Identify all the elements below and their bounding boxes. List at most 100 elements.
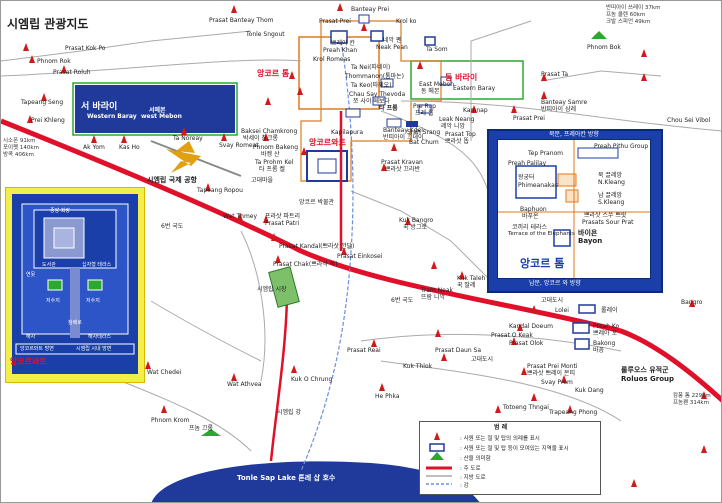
label-prasat-daun-sa[interactable]: Prasat Daun Sa xyxy=(435,347,482,354)
inset-l-terrace[interactable]: 십자형 테라스 xyxy=(82,262,112,268)
inset-r-sour-prat[interactable]: Prasats Sour Prat xyxy=(582,219,634,226)
label-kuk-bangro[interactable]: Kuk Bangro xyxy=(399,217,434,224)
label-kuk-taleh-kr[interactable]: 꾹 딸레 xyxy=(457,282,476,289)
label-ta-noreay[interactable]: Ta Noreay xyxy=(173,135,203,142)
inset-l-gallery[interactable]: 중앙 회랑 xyxy=(50,208,70,214)
label-preah-khan[interactable]: Preah Khan xyxy=(323,47,358,54)
label-baksei[interactable]: Baksei Chamkrong xyxy=(241,128,298,135)
label-kuk-dang[interactable]: Kuk Dang xyxy=(575,387,604,394)
label-leak-neang[interactable]: Leak Neang xyxy=(439,116,475,123)
label-east-baray-kr[interactable]: 동 바라이 xyxy=(445,73,478,82)
label-svay-romeat[interactable]: Svay Romeat xyxy=(219,142,259,149)
label-ta-nei[interactable]: Ta Nei(따네이) xyxy=(351,64,391,71)
label-banteay-kdei-kr[interactable]: 반띠아이 끄데이 xyxy=(383,134,424,141)
label-preah-ko-kr[interactable]: 쁘레아 꼬 xyxy=(593,330,617,337)
inset-l-causeway[interactable]: 참배로 xyxy=(68,320,82,326)
label-prasat-prei-monti-kr[interactable]: 쁘라삿 쁘레이 몬띠 xyxy=(527,370,575,377)
label-east-baray[interactable]: Eastern Baray xyxy=(453,85,496,92)
label-pre-rup-kr[interactable]: 프레 룹 xyxy=(415,110,434,117)
label-svay-prom[interactable]: Svay Prom xyxy=(541,379,573,386)
label-banteay-kdei[interactable]: Banteay Kdei xyxy=(383,127,423,134)
label-west-mebon[interactable]: west Mebon xyxy=(141,113,182,120)
label-west-mebon-kr[interactable]: 서메본 xyxy=(149,107,166,114)
inset-r-baphuon[interactable]: Baphuon xyxy=(520,206,547,213)
label-old-market[interactable]: 고대마을 xyxy=(251,177,274,184)
label-banteay-prei[interactable]: Banteay Prei xyxy=(351,6,389,13)
label-prasat-top-kr[interactable]: 쁘라삿 똡 xyxy=(445,138,469,145)
label-prasat-banteay-thom[interactable]: Prasat Banteay Thom xyxy=(209,17,274,24)
label-phnom-bok[interactable]: Phnom Bok xyxy=(587,44,621,51)
inset-l-title[interactable]: 앙코르와트 xyxy=(10,357,47,366)
label-angkor-museum[interactable]: 앙코르 박물관 xyxy=(299,199,335,206)
inset-r-title[interactable]: 앙코르 톰 xyxy=(520,257,565,270)
inset-l-library[interactable]: 도서관 xyxy=(42,262,56,268)
label-chou-sei[interactable]: Chou Sei Vibol xyxy=(667,117,711,124)
label-leak-neang-kr[interactable]: 레악 니앙 xyxy=(441,123,465,130)
label-chau-say[interactable]: Chau Say Thevoda xyxy=(349,91,406,98)
label-west-baray-kr[interactable]: 서 바라이 xyxy=(81,102,118,112)
label-krol-ko[interactable]: Krol ko xyxy=(396,18,417,25)
label-siem-reap-market[interactable]: 시엠립 시장 xyxy=(257,286,287,293)
label-preah-ko[interactable]: Preah Ko xyxy=(593,323,620,330)
angkor-thom-inset[interactable]: Tep Pranom Preah Pithu Group Preah Palil… xyxy=(487,129,663,293)
label-prasat-o-keak[interactable]: Prasat O Keak xyxy=(491,332,533,339)
label-baksei-kr[interactable]: 박세이 참크롱 xyxy=(243,135,279,142)
inset-r-n-kleang-kr[interactable]: 북 끌레앙 xyxy=(598,172,622,179)
label-krol-romeas[interactable]: Krol Romeas xyxy=(313,56,351,63)
inset-r-royal-palace[interactable]: 왕궁터 xyxy=(518,174,535,181)
label-kuk-thlok[interactable]: Kuk Thlok xyxy=(403,363,433,370)
inset-r-s-kleang-kr[interactable]: 남 끌레앙 xyxy=(598,192,622,199)
inset-r-preah-palilay[interactable]: Preah Palilay xyxy=(508,160,547,167)
label-prasat-phnom-krom[interactable]: 프놈 끄롬 xyxy=(189,425,213,432)
label-he-phka[interactable]: He Phka xyxy=(375,393,400,400)
label-lolei[interactable]: Lolei xyxy=(555,307,569,314)
label-phnom-bakeng-kr[interactable]: 바켕 산 xyxy=(261,151,280,158)
label-wat-athvea[interactable]: Wat Athvea xyxy=(227,381,262,388)
label-totoeng-thngai[interactable]: Totoeng Thngai xyxy=(503,404,549,411)
label-kuk-o-chrung[interactable]: Kuk O Chrung xyxy=(291,376,333,383)
label-ak-yom[interactable]: Ak Yom xyxy=(83,144,105,151)
label-tonle-sap[interactable]: Tonle Sap Lake 톤레 삽 호수 xyxy=(237,474,336,482)
inset-r-bayon-kr[interactable]: 바이욘 xyxy=(578,229,598,237)
label-trapeang-phong[interactable]: Trapeang Phong xyxy=(549,409,598,416)
inset-r-south-gate[interactable]: 남문, 앙코르 와 방향 xyxy=(529,280,581,287)
label-prasat-prei[interactable]: Prasat Prei xyxy=(319,18,351,25)
label-phnom-bakeng[interactable]: Phnom Bakeng xyxy=(253,144,299,151)
label-banteay-samre[interactable]: Banteay Samre xyxy=(541,99,588,106)
label-kas-ho[interactable]: Kas Ho xyxy=(119,144,140,151)
label-thommanon[interactable]: Thommanon(톰마논) xyxy=(345,73,405,80)
label-prasat-reai[interactable]: Prasat Reai xyxy=(347,347,381,354)
inset-l-bottom2[interactable]: 시엠립 시내 방면 xyxy=(76,346,112,352)
label-lolei-kr[interactable]: 롤레이 xyxy=(601,307,618,314)
label-west-baray[interactable]: Western Baray xyxy=(87,113,137,120)
label-phnom-rok[interactable]: Phnom Rok xyxy=(37,58,71,65)
label-angkor-thom[interactable]: 앙코르 톰 xyxy=(257,69,290,78)
inset-r-north-gate[interactable]: 북문, 프레아칸 방향 xyxy=(549,131,599,138)
inset-r-n-kleang[interactable]: N.Kleang xyxy=(598,179,625,186)
inset-r-sour-prat-kr[interactable]: 쁘라삿 스쑤 쁘랏 xyxy=(584,212,627,219)
label-kamnap[interactable]: Kamnap xyxy=(463,107,488,114)
inset-l-pool[interactable]: 연못 xyxy=(26,272,36,278)
label-old-town[interactable]: 고대도시 xyxy=(541,297,564,304)
label-airport[interactable]: 시엠립 국제 공항 xyxy=(147,176,197,184)
label-ta-prohm[interactable]: 타 프롬 xyxy=(379,105,398,112)
label-prasat-ta[interactable]: Prasat Ta xyxy=(541,71,569,78)
inset-l-cross[interactable]: 해자테라스 xyxy=(88,334,112,340)
label-kuk-taleh[interactable]: Kuk Taleh xyxy=(457,275,486,282)
label-kapilapura[interactable]: Kapilapura xyxy=(331,129,364,136)
label-east-mebon[interactable]: East Mebon xyxy=(419,81,455,88)
label-prasat-kravan[interactable]: Prasat Kravan xyxy=(381,159,423,166)
label-ta-prohm-kel[interactable]: Ta Prohm Kel xyxy=(255,159,294,166)
label-chau-say-kr[interactable]: 쪼 사이 떼보다 xyxy=(353,98,390,105)
label-phnom-krom[interactable]: Phnom Krom xyxy=(151,417,190,424)
label-tapeang-seng[interactable]: Tapeang Seng xyxy=(21,99,64,106)
label-prasat-kandal[interactable]: Prasat Kandal(쁘라삿 깐달) xyxy=(279,243,355,250)
label-prasat-kok-po[interactable]: Prasat Kok Po xyxy=(65,45,106,52)
angkor-wat-inset[interactable]: 중앙 회랑 도서관 십자형 테라스 연못 저수지 저수지 참배로 해자테라스 해… xyxy=(5,187,145,383)
label-roluos-group[interactable]: Roluos Group xyxy=(621,375,674,383)
label-ta-keo[interactable]: Ta Keo(따께오) xyxy=(351,82,392,89)
inset-l-moat[interactable]: 해자 xyxy=(26,334,36,340)
label-pre-rup[interactable]: Pre Rup xyxy=(413,103,436,110)
label-wat-thmey[interactable]: Wat Thmey xyxy=(223,213,258,220)
